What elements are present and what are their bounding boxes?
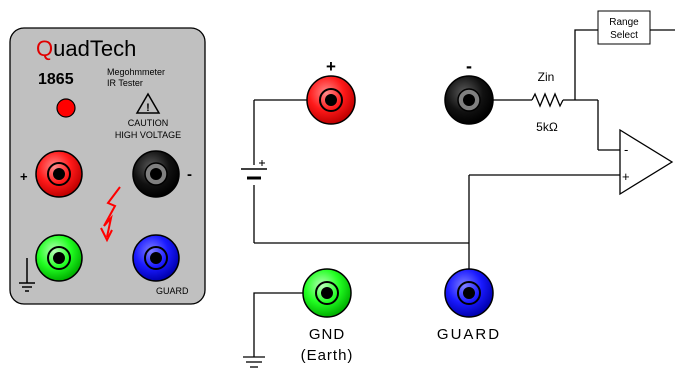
schematic-guard-label: GUARD (437, 326, 501, 343)
earth-label: (Earth) (301, 347, 354, 364)
gnd-label: GND (309, 326, 345, 343)
panel-red-terminal (35, 150, 83, 198)
resistor-zin (531, 92, 564, 108)
panel-plus-label: + (20, 169, 28, 184)
lightning-arrow-icon (100, 227, 113, 243)
range-select-line-2: Select (610, 30, 638, 41)
brand-name-rest: uadTech (53, 36, 136, 61)
panel-black-terminal (132, 150, 180, 198)
panel-blue-terminal (132, 234, 180, 282)
brand-logo: QuadTech (36, 36, 136, 61)
subtitle-line-2: IR Tester (107, 78, 143, 88)
high-voltage-label: HIGH VOLTAGE (115, 130, 181, 140)
range-select-line-1: Range (609, 17, 639, 28)
front-panel: QuadTech 1865 Megohmmeter IR Tester ! CA… (9, 27, 206, 305)
warning-exclamation: ! (146, 102, 150, 114)
schematic-minus-label: - (466, 56, 472, 76)
schematic-blue-terminal (444, 268, 494, 318)
panel-minus-label: - (187, 166, 192, 183)
schematic-plus-label: + (326, 57, 336, 76)
resistor-value-label: 5kΩ (536, 120, 558, 134)
opamp-triangle (619, 128, 674, 196)
panel-green-terminal (35, 234, 83, 282)
lightning-icon (103, 186, 121, 238)
panel-guard-label: GUARD (156, 286, 189, 296)
brand-letter-q: Q (36, 36, 53, 61)
schematic-green-terminal (302, 268, 352, 318)
wire-to-range-select (574, 29, 598, 100)
schematic-black-terminal (444, 75, 494, 125)
opamp-plus-label: + (622, 169, 630, 184)
opamp-minus-label: - (624, 142, 628, 157)
schematic-red-terminal (306, 75, 356, 125)
wire-gnd-to-earth (253, 292, 303, 357)
panel-ground-icon (19, 258, 35, 292)
model-number: 1865 (38, 71, 74, 88)
range-select-box: Range Select (597, 10, 651, 45)
zin-label: Zin (538, 70, 555, 84)
caution-label: CAUTION (128, 118, 169, 128)
indicator-lamp (56, 98, 76, 118)
warning-triangle-icon: ! (135, 92, 161, 114)
battery-icon (241, 160, 267, 180)
subtitle-line-1: Megohmmeter (107, 67, 165, 77)
schematic (243, 29, 675, 368)
